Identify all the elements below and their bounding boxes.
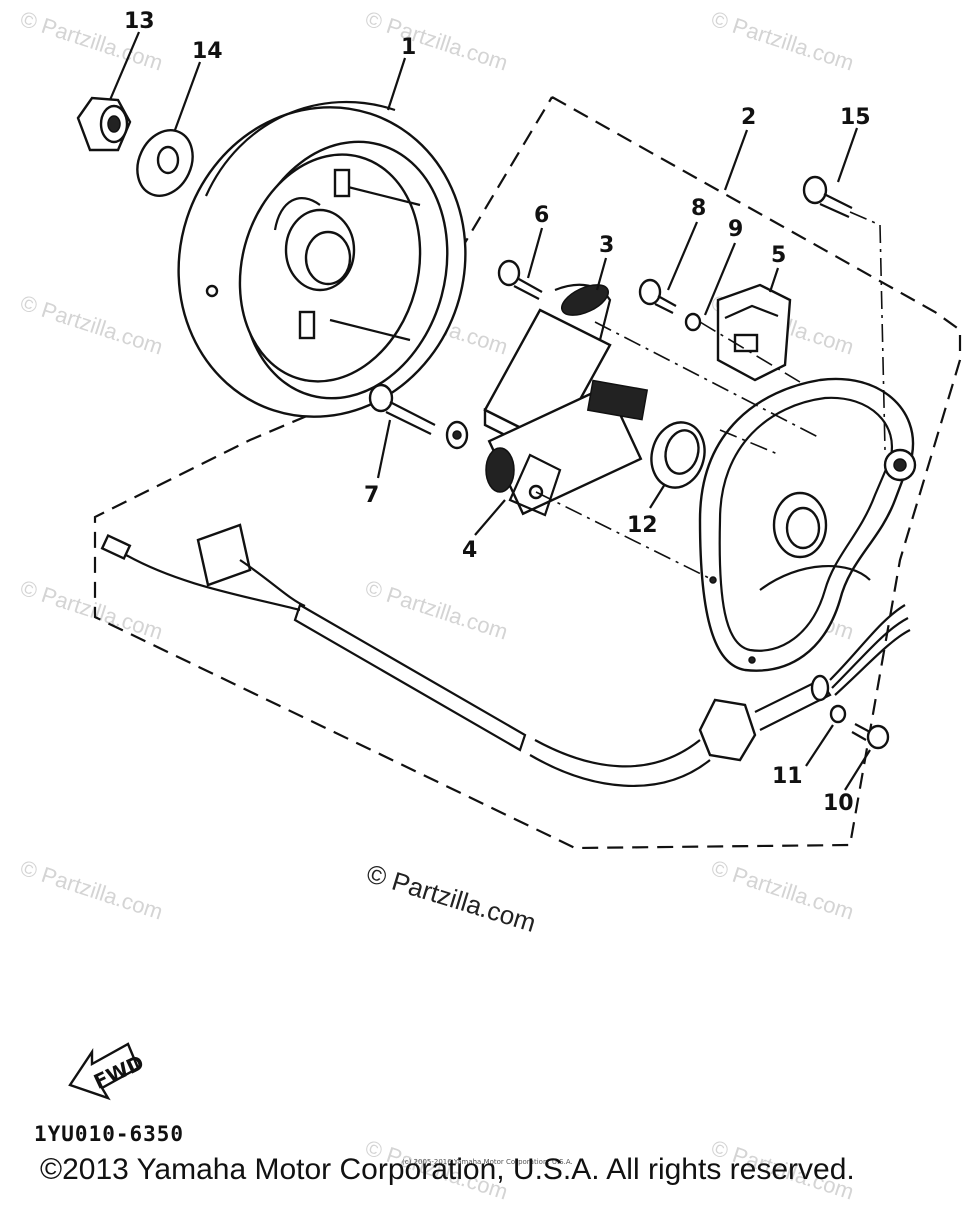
callout-3: 3 [599, 233, 614, 258]
assembly-boundary [93, 96, 962, 850]
fwd-arrow-icon: FWD [68, 1042, 148, 1101]
wire-harness [100, 523, 911, 787]
callout-2: 2 [741, 105, 756, 130]
callout-8: 8 [691, 196, 706, 221]
washer [136, 129, 194, 197]
flywheel-rotor [177, 101, 467, 418]
callout-10: 10 [823, 791, 854, 816]
washer-9 [684, 312, 702, 332]
callout-5: 5 [771, 243, 786, 268]
washer-11 [829, 704, 847, 724]
copyright-notice: ©2013 Yamaha Motor Corporation, U.S.A. A… [40, 1153, 855, 1186]
callout-7: 7 [364, 483, 379, 508]
screw-7 [368, 383, 436, 435]
small-copyright: (c) 2005-2016 Yamaha Motor Corporation, … [402, 1158, 573, 1166]
stator-base-plate [698, 377, 917, 672]
nut [76, 96, 132, 152]
oil-seal [650, 421, 706, 489]
screw-8 [638, 278, 677, 314]
diagram-code: 1YU010-6350 [34, 1122, 185, 1146]
callout-6: 6 [534, 203, 549, 228]
callout-13: 13 [124, 9, 155, 34]
callout-9: 9 [728, 217, 743, 242]
callout-14: 14 [192, 39, 223, 64]
screw-6 [497, 259, 543, 300]
lead-clamp [716, 283, 792, 382]
screw-10 [851, 723, 890, 750]
lead-holder [445, 420, 469, 450]
pulser-coil [485, 379, 649, 517]
callout-4: 4 [462, 538, 477, 563]
leader-lines [108, 31, 871, 791]
callout-12: 12 [627, 513, 658, 538]
screw-15 [802, 175, 853, 219]
callout-1: 1 [401, 35, 416, 60]
callout-15: 15 [840, 105, 871, 130]
callout-11: 11 [772, 764, 803, 789]
